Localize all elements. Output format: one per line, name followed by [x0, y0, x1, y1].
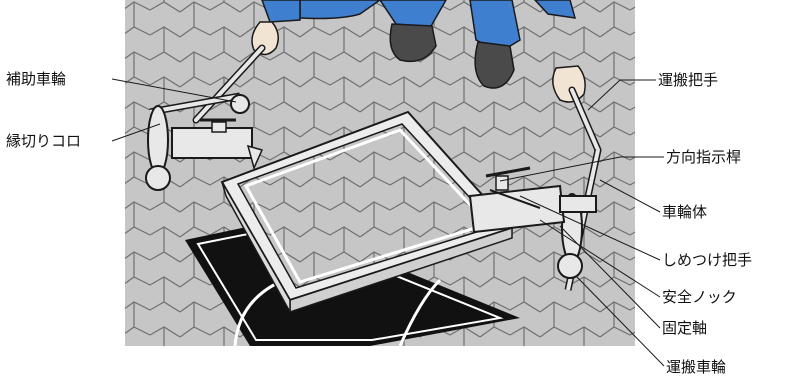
label-safety-knock: 安全ノック [662, 288, 737, 306]
label-auxiliary-wheel: 補助車輪 [6, 70, 66, 88]
label-edge-cut-roller: 縁切りコロ [6, 132, 81, 150]
label-fixed-shaft: 固定軸 [662, 319, 707, 337]
label-tighten-handle: しめつけ把手 [662, 251, 752, 269]
label-wheel-body: 車輪体 [662, 203, 707, 221]
label-carry-handle: 運搬把手 [658, 71, 718, 89]
label-carry-wheel: 運搬車輪 [666, 358, 726, 376]
label-direction-rod: 方向指示桿 [666, 148, 741, 166]
